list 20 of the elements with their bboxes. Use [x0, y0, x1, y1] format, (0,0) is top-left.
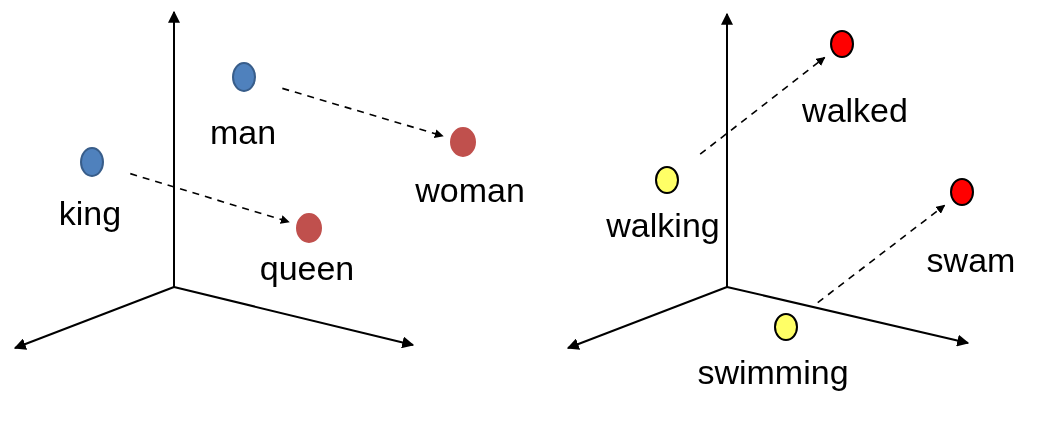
point-dot [80, 147, 104, 177]
word-label: swimming [697, 355, 849, 389]
point-dot [450, 127, 476, 157]
word-label: walking [606, 208, 720, 242]
word-label: man [209, 115, 277, 149]
dashed-arrow [281, 87, 444, 139]
dashed-arrow [129, 172, 290, 224]
word-label: queen [259, 251, 355, 285]
point-dot [232, 62, 256, 92]
dashed-arrow [816, 204, 946, 304]
word-label: swam [926, 243, 1016, 277]
point-dot [774, 313, 798, 341]
dashed-arrow [699, 56, 826, 156]
point-dot [655, 166, 679, 194]
word-label: king [58, 196, 122, 230]
word-label: woman [415, 173, 525, 207]
point-dot [830, 30, 854, 58]
point-dot [296, 213, 322, 243]
word-label: walked [802, 93, 908, 127]
point-dot [950, 178, 974, 206]
